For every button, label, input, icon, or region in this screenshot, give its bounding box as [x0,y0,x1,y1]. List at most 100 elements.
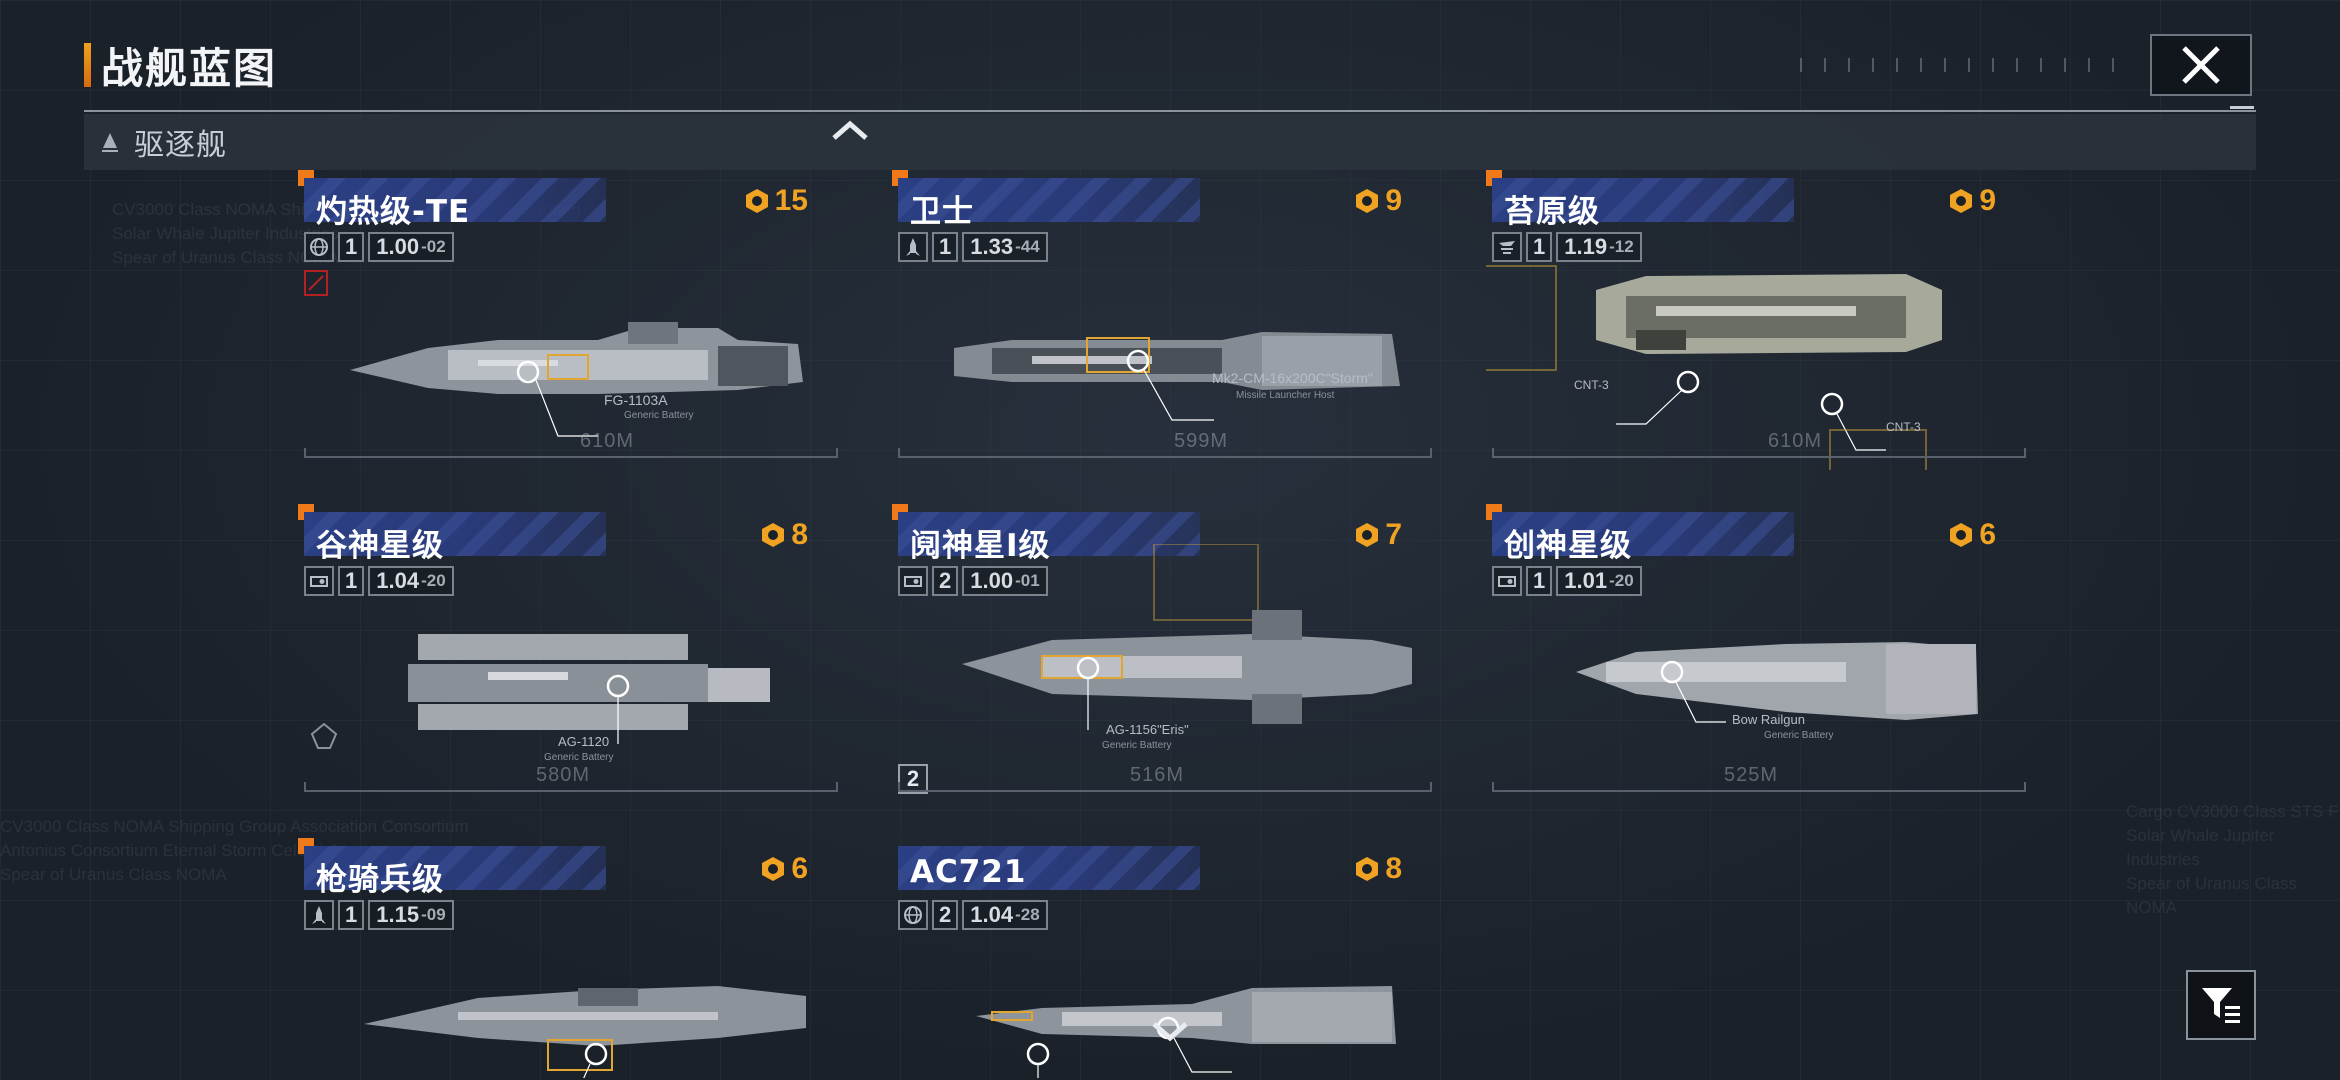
stat-value-box: 1.01-20 [1556,566,1642,596]
ship-card-1[interactable]: 灼热级-TE 15 1 1.00-02 FG-1103A Generic Bat… [298,170,838,470]
count-value: 8 [791,518,808,551]
ship-card-4[interactable]: 谷神星级 8 1 1.04-20 AG-1120 Generic Battery… [298,504,838,804]
weapon-callout: CNT-3 [1574,378,1609,392]
stat-level: 2 [932,566,959,596]
blueprint-chip-icon [762,523,785,547]
ship-stats: 2 1.04-28 [898,900,1048,930]
ship-name: 谷神星级 [316,528,444,564]
card-name-bar: 阋神星I级 [898,512,1200,564]
ship-card-5[interactable]: 阋神星I级 7 2 1.00-01 AG-1156"Eris" Generic … [892,504,1432,804]
page-header: 战舰蓝图 [84,40,277,93]
ship-stats: 1 1.00-02 [304,232,454,262]
page-title: 战舰蓝图 [101,43,278,93]
speed-icon [1492,232,1522,262]
stat-sub: -28 [1015,905,1040,924]
blueprint-count: 6 [1947,518,1996,552]
card-baseline [304,448,838,458]
card-name-bar: 苔原级 [1492,178,1794,230]
stat-value-box: 1.33-44 [962,232,1048,262]
stat-level: 1 [932,232,959,262]
stat-sub: -12 [1609,237,1634,256]
stat-level: 1 [338,232,365,262]
ship-stats: 1 1.01-20 [1492,566,1642,596]
stat-value: 1.01 [1564,568,1608,593]
stat-value-box: 1.15-09 [368,900,454,930]
ship-name: 创神星级 [1504,528,1632,564]
blueprint-count: 15 [743,184,808,218]
stat-value: 1.04 [376,568,420,593]
ship-card-7[interactable]: 枪骑兵级 6 1 1.15-09 [298,838,838,1080]
missile-icon [898,232,928,262]
stat-level: 2 [932,900,959,930]
weapon-callout-sub: Generic Battery [544,752,614,763]
blueprint-count: 7 [1353,518,1402,552]
card-name-bar: 谷神星级 [304,512,606,564]
weapon-callout-sub: Generic Battery [624,410,694,421]
ship-name: 阋神星I级 [910,528,1051,564]
header-divider [84,110,2256,112]
close-button[interactable] [2150,34,2252,96]
ship-card-8[interactable]: AC721 8 2 1.04-28 [892,838,1432,1080]
count-value: 9 [1979,184,1996,217]
card-baseline [898,782,1432,792]
ship-card-3[interactable]: 苔原级 9 1 1.19-12 CNT-3 CNT-3 610M [1486,170,2026,470]
ship-length: 610M [580,430,635,452]
card-name-bar: AC721 [898,846,1200,890]
ship-length: 599M [1174,430,1229,452]
globe-icon [304,232,334,262]
card-baseline [898,448,1432,458]
ship-blueprint-image [310,634,770,749]
ship-name: AC721 [910,854,1027,890]
background-watermark-text: CV3000 Class NOMA Shipping Group Associa… [0,817,469,884]
count-value: 9 [1385,184,1402,217]
ship-blueprint-image [954,332,1400,421]
stat-value: 1.00 [970,568,1014,593]
card-baseline [304,782,838,792]
card-name-bar: 卫士 [898,178,1200,230]
hangar-icon [304,566,334,596]
ship-stats: 1 1.04-20 [304,566,454,596]
filter-button[interactable] [2186,970,2256,1040]
card-name-bar: 创神星级 [1492,512,1794,564]
ship-blueprint-image [962,544,1412,730]
weapon-callout-secondary: CNT-3 [1886,420,1921,434]
blueprint-chip-icon [1950,189,1973,213]
chevron-down-icon[interactable] [1150,1018,1190,1044]
damaged-marker-icon [304,270,328,296]
ship-name: 苔原级 [1504,194,1600,230]
blueprint-count: 6 [759,852,808,886]
weapon-callout: Bow Railgun [1732,712,1805,727]
ship-stats: 1 1.15-09 [304,900,454,930]
card-baseline [1492,782,2026,792]
ship-blueprint-image [1486,265,1942,470]
stat-sub: -01 [1015,571,1040,590]
count-value: 6 [791,852,808,885]
weapon-callout: AG-1120 [558,734,610,749]
triangle-up-icon [102,133,118,152]
blueprint-chip-icon [1356,857,1379,881]
ship-card-6[interactable]: 创神星级 6 1 1.01-20 Bow Railgun Generic Bat… [1486,504,2026,804]
filter-icon [2202,988,2240,1023]
ship-card-2[interactable]: 卫士 9 1 1.33-44 Mk2-CM-16x200C"Storm" Mis… [892,170,1432,470]
chevron-up-icon[interactable] [830,118,870,144]
blueprint-count: 8 [759,518,808,552]
blueprint-count: 9 [1947,184,1996,218]
ship-stats: 1 1.33-44 [898,232,1048,262]
stat-level: 1 [1526,566,1553,596]
weapon-callout-sub: Generic Battery [1764,730,1834,741]
ship-name: 卫士 [910,194,974,230]
card-name-bar: 灼热级-TE [304,178,606,230]
weapon-callout-sub: Missile Launcher Host [1236,390,1335,401]
hangar-icon [898,566,928,596]
stat-level: 1 [1526,232,1553,262]
missile-icon [304,900,334,930]
count-value: 8 [1385,852,1402,885]
blueprint-count: 8 [1353,852,1402,886]
ship-blueprint-image [1576,642,1978,723]
stat-level: 1 [338,900,365,930]
count-value: 7 [1385,518,1402,551]
ship-blueprint-image [350,322,803,437]
stat-level: 1 [338,566,365,596]
blueprint-count: 9 [1353,184,1402,218]
category-bar[interactable]: 驱逐舰 [84,114,2256,170]
